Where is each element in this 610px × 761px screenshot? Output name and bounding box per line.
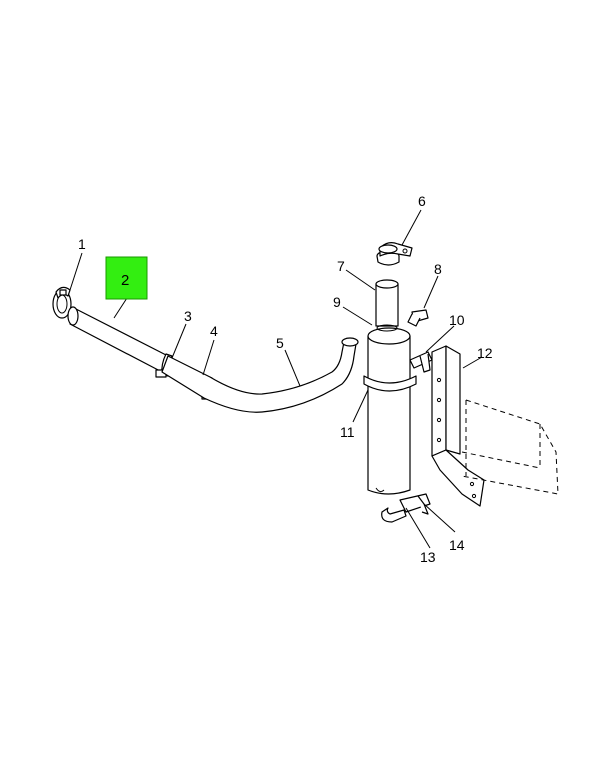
support-bracket <box>431 345 485 507</box>
callout-2-highlight[interactable] <box>105 256 148 300</box>
callout-10: 10 <box>449 312 465 328</box>
callout-5: 5 <box>276 335 284 351</box>
callout-4: 4 <box>210 323 218 339</box>
callout-7: 7 <box>337 258 345 274</box>
callout-8: 8 <box>434 261 442 277</box>
straight-exhaust-pipe <box>67 306 169 373</box>
callout-14: 14 <box>449 537 465 553</box>
callout-9: 9 <box>333 294 341 310</box>
callout-11: 11 <box>340 424 355 440</box>
lower-bracket <box>399 493 431 515</box>
stack-pipe <box>375 279 399 327</box>
leader-lines <box>69 209 483 549</box>
callout-2[interactable]: 2 <box>121 272 129 289</box>
callout-6: 6 <box>418 193 426 209</box>
inlet-clamp <box>52 286 72 319</box>
muffler-mount-bracket <box>409 351 433 373</box>
frame-rail-phantom <box>461 399 559 495</box>
callout-13: 13 <box>420 549 436 565</box>
bent-exhaust-pipe <box>161 337 359 413</box>
lower-clamp <box>381 507 407 523</box>
callout-12: 12 <box>477 345 493 361</box>
callout-labels: 1 2 3 4 5 6 7 8 9 10 11 12 13 14 <box>78 193 493 565</box>
muffler <box>363 324 417 495</box>
callout-3: 3 <box>184 308 192 324</box>
upper-bracket <box>407 309 429 327</box>
rain-cap <box>376 242 413 266</box>
callout-1: 1 <box>78 236 86 252</box>
